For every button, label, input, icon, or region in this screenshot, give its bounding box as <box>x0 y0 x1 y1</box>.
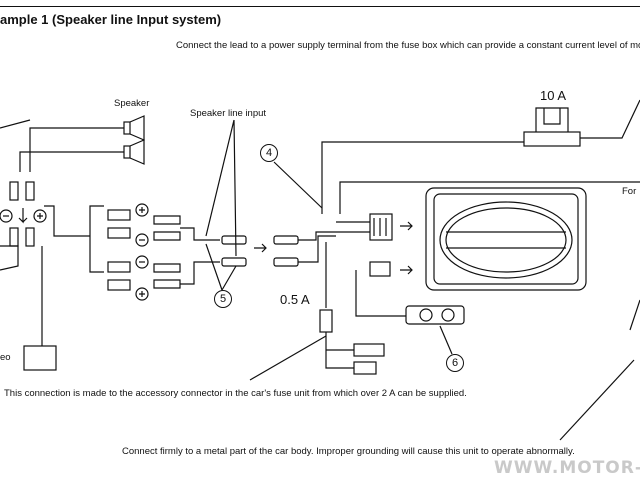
rca-plugs-right <box>273 235 299 267</box>
left-connector-group <box>0 181 47 247</box>
c6-leader <box>439 325 453 355</box>
watermark: WWW.MOTOR-T <box>494 458 640 478</box>
speaker-line-connector-block <box>89 203 181 301</box>
remote-wire <box>355 270 406 317</box>
fuse-10a-symbol <box>535 107 569 132</box>
gnd-wire <box>339 181 640 214</box>
fuse-10a-box <box>523 131 581 147</box>
unit-connector <box>336 213 393 241</box>
fuse-05a-box <box>319 309 333 333</box>
left-wire-mid <box>0 245 19 271</box>
left-box <box>23 345 57 371</box>
left-wire-top <box>0 119 31 129</box>
acc-connector-1 <box>353 343 385 357</box>
top-border-line <box>0 6 640 7</box>
rca-plugs-left <box>221 235 247 267</box>
speaker-label: Speaker <box>114 98 150 109</box>
wire-rca-to-unit <box>298 231 336 263</box>
remote-control <box>405 305 465 325</box>
gnd-leader <box>559 359 635 441</box>
callout-6: 6 <box>446 354 464 372</box>
speaker-wire-2 <box>19 151 124 172</box>
acc-leader <box>249 335 327 381</box>
arrow-rca <box>254 243 267 253</box>
acc-wire-down <box>325 332 354 369</box>
accessory-instruction: This connection is made to the accessory… <box>4 388 467 399</box>
remote-connector <box>369 261 391 277</box>
left-wire-down <box>44 205 90 237</box>
for-label: For <box>622 186 637 197</box>
speaker-icon-1 <box>123 115 145 141</box>
fuse-10a-label: 10 A <box>540 88 567 103</box>
fuse-05a-label: 0.5 A <box>280 292 310 307</box>
c4-leader <box>273 161 323 209</box>
page-title: ample 1 (Speaker line Input system) <box>0 12 222 27</box>
sli-leader <box>205 119 237 257</box>
speaker-line-input-label: Speaker line input <box>190 108 267 119</box>
arrow-remote <box>400 265 413 275</box>
subwoofer-unit <box>425 187 587 291</box>
ground-instruction: Connect firmly to a metal part of the ca… <box>122 446 575 457</box>
c5-leader <box>205 243 237 291</box>
arrow-unit <box>400 221 413 231</box>
speaker-wire-1 <box>29 127 124 172</box>
callout-5: 5 <box>214 290 232 308</box>
callout-4: 4 <box>260 144 278 162</box>
power-wire <box>321 141 524 214</box>
speaker-icon-2 <box>123 139 145 165</box>
acc-connector-2 <box>353 361 377 375</box>
eo-label: eo <box>0 352 11 363</box>
right-edge-line <box>629 299 640 331</box>
power-instruction: Connect the lead to a power supply termi… <box>176 40 640 51</box>
wire-to-rca <box>180 227 220 285</box>
fuse-wire-right <box>580 99 640 139</box>
